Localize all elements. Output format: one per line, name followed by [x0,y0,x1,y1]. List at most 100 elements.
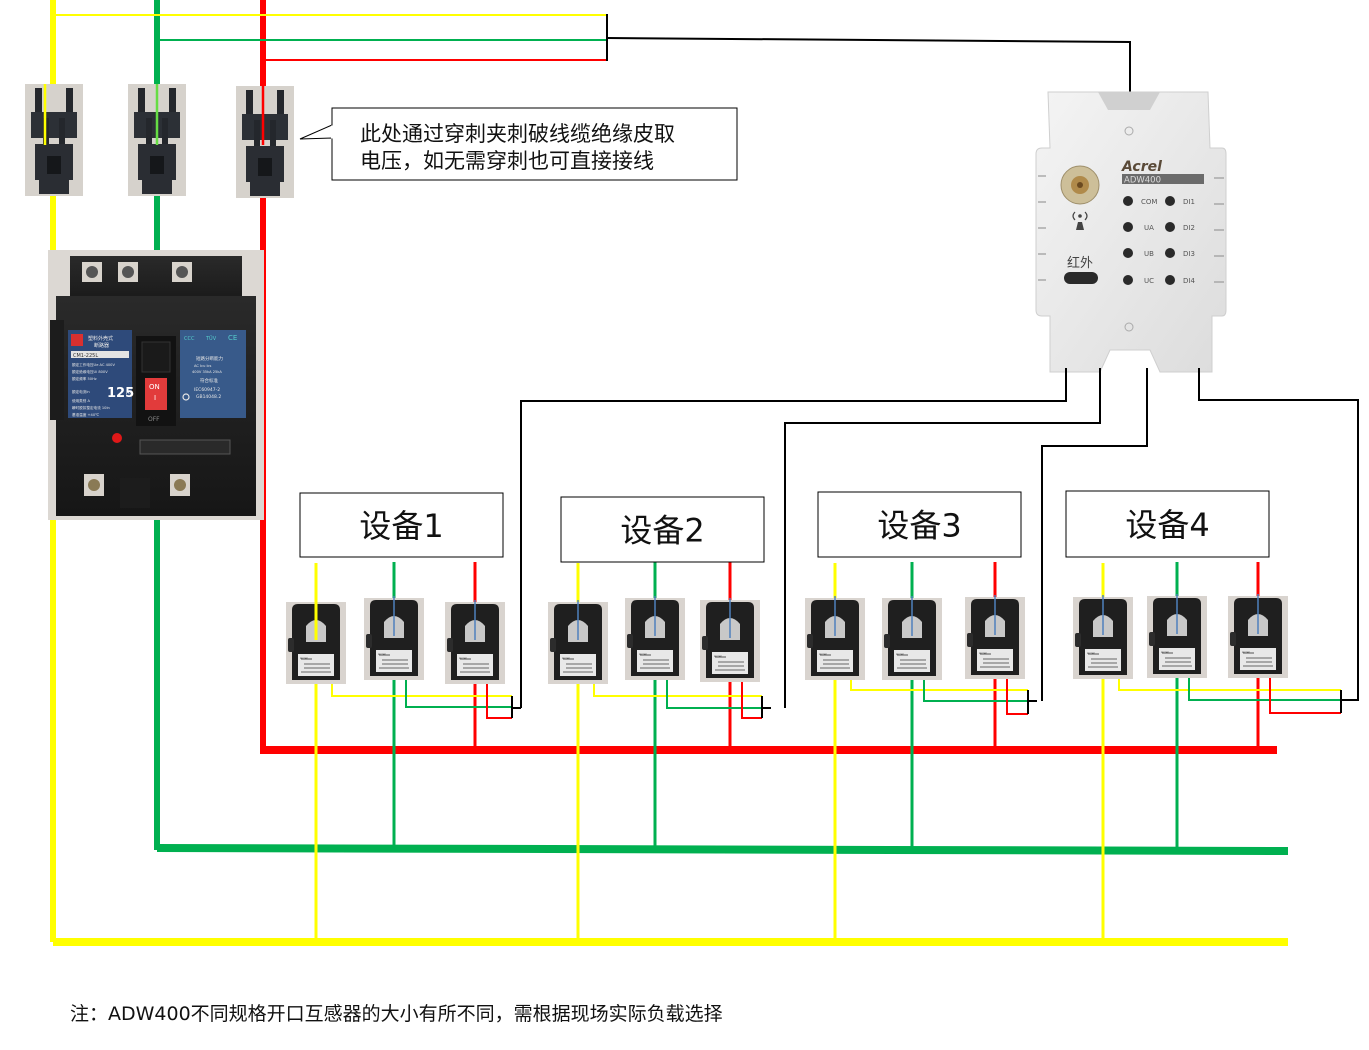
breaker-model: CM1-225L [73,353,98,359]
ct-secondary-lead [486,684,512,719]
capacity-line: AC Icu Ics [194,364,212,368]
ct-brand: Acrel [896,652,904,656]
ct-sensor-b: Acrel [363,597,425,681]
ct-brand: Acrel [1161,650,1169,654]
ct-sensor-b: Acrel [1146,595,1208,679]
ct-sensor-b: Acrel [881,597,943,681]
ct-brand: Acrel [979,651,987,655]
ct-brand: Acrel [562,656,570,660]
device-box [560,496,765,563]
indicator-uc: UC [1123,275,1154,285]
device-box [817,491,1022,558]
breaker-current-unit: A [126,390,130,396]
phase-b-busbar [156,844,1289,855]
piercing-clamp-c [236,86,294,198]
ct-secondary-lead [593,684,762,697]
ct-brand: Acrel [819,652,827,656]
device-label: 设备3 [877,507,961,545]
ce-mark-icon: CE [228,334,237,342]
svg-text:DI1: DI1 [1183,198,1195,206]
signal-line-device-3 [1041,368,1148,701]
ct-brand: Acrel [459,656,467,660]
ct-brand: Acrel [639,652,647,656]
callout-box: 此处通过穿刺夹刺破线缆绝缘皮取 电压，如无需穿刺也可直接接线 [299,107,738,181]
breaker-spec: 瞬时脱扣整定电流 10In [72,405,110,410]
footnote: 注：ADW400不同规格开口互感器的大小有所不同，需根据现场实际负载选择 [70,1003,723,1025]
voltage-signal-to-meter [606,37,1131,106]
device-box [1065,490,1270,558]
ct-sensor-c: Acrel [444,601,506,685]
wireless-antenna-icon [1072,211,1088,230]
breaker-spec: 额定频率 50Hz [72,376,97,381]
device-box [299,492,504,558]
ct-sensor-a: Acrel [804,597,866,681]
ct-brand: Acrel [714,654,722,658]
ccc-mark-icon: CCC [184,336,195,342]
ct-sensor-b: Acrel [624,597,686,681]
breaker-toggle[interactable] [145,378,167,410]
indicator-di2: DI2 [1165,222,1195,232]
ct-secondary-lead [741,682,762,719]
piercing-clamp-a [25,84,83,196]
svg-text:COM: COM [1141,198,1157,206]
callout-line-1: 此处通过穿刺夹刺破线缆绝缘皮取 [360,122,675,146]
device-label: 设备2 [620,512,704,550]
svg-text:DI4: DI4 [1183,277,1195,285]
standard-iec: IEC60947-2 [194,387,220,393]
indicator-di1: DI1 [1165,196,1195,206]
ct-brand: Acrel [1242,650,1250,654]
breaker-spec: 使用类别 A [72,398,91,403]
svg-text:UA: UA [1144,224,1154,232]
ct-secondary-lead [1006,679,1028,715]
switch-off-label: OFF [148,416,160,423]
ct-secondary-lead [405,680,512,708]
indicator-di3: DI3 [1165,248,1195,258]
brand-logo-icon [71,334,83,346]
breaker-title: 塑料外壳式 [88,335,113,342]
meter-brand-logo: Acrel [1121,159,1162,175]
breaker-rated-current: 125 [107,386,134,401]
ct-brand: Acrel [378,652,386,656]
indicator-com: COM [1123,196,1157,206]
indicator-ub: UB [1123,248,1154,258]
test-button[interactable] [112,433,122,443]
svg-text:DI2: DI2 [1183,224,1195,232]
switch-on-symbol: I [154,394,156,402]
svg-text:DI3: DI3 [1183,250,1195,258]
adw400-meter: 红外 Acrel ADW400 COM UA UB UC DI1 DI2 DI3… [1035,91,1227,373]
tuv-mark-icon: TÜV [205,335,217,342]
ct-secondary-lead [1188,678,1341,701]
capacity-title: 短路分断能力 [196,355,223,362]
device-label: 设备4 [1125,506,1209,544]
standard-gb: GB14048.2 [196,394,221,400]
ct-secondary-lead [666,680,762,709]
callout-line-2: 电压，如无需穿刺也可直接接线 [360,149,654,173]
ct-sensor-a: Acrel [547,601,609,685]
ct-sensor-c: Acrel [1227,595,1289,679]
breaker-spec: 额定工作电压Ue AC 400V [72,362,115,367]
breaker-spec: 额定电流In [72,389,90,394]
ir-label: 红外 [1067,255,1093,271]
ct-brand: Acrel [1087,651,1095,655]
meter-model-label: ADW400 [1124,176,1161,186]
ct-brand: Acrel [300,656,308,660]
ct-secondary-lead [923,680,1028,702]
svg-text:UB: UB [1144,250,1154,258]
standard-title: 符合标准 [200,377,218,384]
ct-sensor-a: Acrel [285,601,347,685]
capacity-line: 400V 35kA 25kA [192,370,222,374]
ir-port [1064,272,1098,284]
device-label: 设备1 [359,507,443,545]
signal-line-device-1 [520,368,1067,708]
indicator-di4: DI4 [1165,275,1195,285]
ct-secondary-lead [850,680,1028,691]
ct-secondary-lead [1269,678,1341,714]
ct-sensor-c: Acrel [964,596,1026,680]
ct-sensor-a: Acrel [1072,596,1134,680]
signal-line-device-2 [784,368,1101,708]
